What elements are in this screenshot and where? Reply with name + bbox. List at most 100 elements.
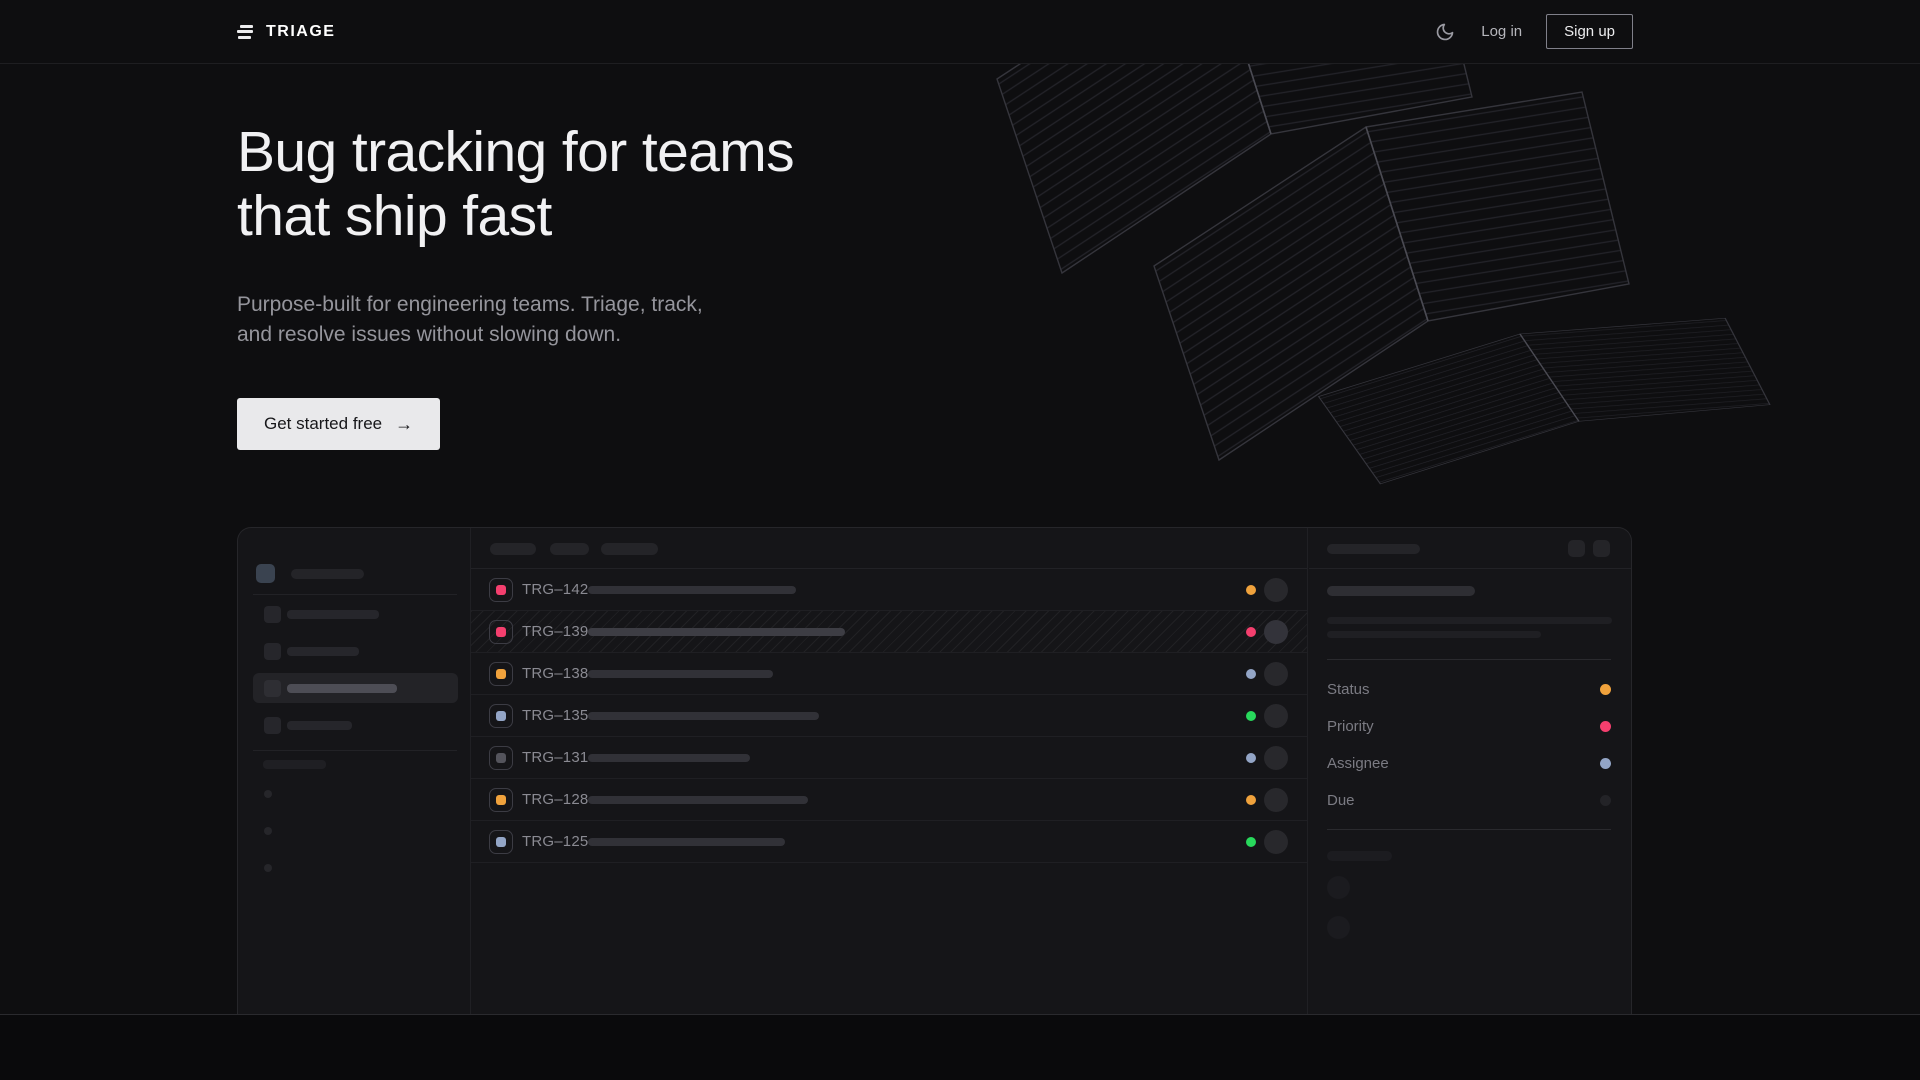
get-started-label: Get started free <box>264 414 383 433</box>
issue-assignee-avatar <box>1264 578 1288 602</box>
sidebar-divider <box>253 594 457 595</box>
next-section-strip <box>0 1014 1920 1080</box>
nav-item-skeleton <box>287 647 359 656</box>
issue-status-dot <box>1246 795 1256 805</box>
issue-assignee-avatar <box>1264 830 1288 854</box>
tab-skeleton <box>550 543 589 555</box>
issue-detail-panel: Status Priority Assignee Due <box>1309 528 1631 1014</box>
issue-id: TRG–128 <box>522 791 589 808</box>
issue-title-skeleton <box>588 796 808 804</box>
issue-type-icon <box>489 829 513 854</box>
property-value-dot <box>1600 721 1611 732</box>
sidebar-dot <box>264 864 272 872</box>
workspace-icon <box>256 564 275 583</box>
issue-type-icon <box>489 619 513 644</box>
issue-row: TRG–139 <box>471 611 1307 653</box>
issue-row: TRG–128 <box>471 779 1307 821</box>
issue-assignee-avatar <box>1264 662 1288 686</box>
get-started-button[interactable]: Get started free → <box>237 398 441 450</box>
property-value-dot <box>1600 758 1611 769</box>
triage-logo-icon <box>237 24 254 39</box>
sidebar-divider <box>253 750 457 751</box>
tab-skeleton <box>601 543 658 555</box>
issue-title-skeleton <box>588 838 785 846</box>
issue-assignee-avatar <box>1264 788 1288 812</box>
hero-subtitle: Purpose-built for engineering teams. Tri… <box>237 293 703 346</box>
property-label: Due <box>1327 792 1355 809</box>
issue-assignee-avatar <box>1264 620 1288 644</box>
issue-assignee-avatar <box>1264 704 1288 728</box>
issue-status-dot <box>1246 711 1256 721</box>
detail-divider <box>1327 659 1611 660</box>
issue-title-skeleton <box>588 754 750 762</box>
brand: TRIAGE <box>237 23 335 41</box>
login-link[interactable]: Log in <box>1481 23 1523 40</box>
property-value-dot <box>1600 795 1611 806</box>
issue-rows: TRG–142 TRG–139 TRG–138 TRG–135 TRG–131 … <box>471 569 1307 863</box>
sidebar-dot <box>264 790 272 798</box>
issue-list: TRG–142 TRG–139 TRG–138 TRG–135 TRG–131 … <box>471 528 1308 1014</box>
property-label: Status <box>1327 681 1370 698</box>
issue-title-skeleton <box>588 670 773 678</box>
issue-status-dot <box>1246 627 1256 637</box>
issue-id: TRG–138 <box>522 665 589 682</box>
tab-skeleton <box>490 543 536 555</box>
property-label: Priority <box>1327 718 1374 735</box>
issue-type-icon <box>489 577 513 602</box>
workspace-name-skeleton <box>291 569 364 579</box>
issue-id: TRG–139 <box>522 623 589 640</box>
nav-item-icon <box>264 717 281 734</box>
issue-id: TRG–125 <box>522 833 589 850</box>
hero-title-line1: Bug tracking for teams <box>237 120 795 184</box>
nav-item-skeleton <box>287 721 352 730</box>
nav-item-icon <box>264 680 281 697</box>
property-row: Due <box>1309 782 1631 819</box>
nav-right: Log in Sign up <box>1433 14 1633 49</box>
issue-id: TRG–135 <box>522 707 589 724</box>
issue-row: TRG–135 <box>471 695 1307 737</box>
issue-status-dot <box>1246 753 1256 763</box>
detail-breadcrumb-skeleton <box>1327 544 1420 554</box>
moon-icon <box>1436 23 1454 40</box>
detail-action-button <box>1593 540 1610 557</box>
app-mockup: TRG–142 TRG–139 TRG–138 TRG–135 TRG–131 … <box>237 527 1632 1014</box>
activity-avatar-skeleton <box>1327 916 1350 939</box>
issue-type-icon <box>489 787 513 812</box>
issue-assignee-avatar <box>1264 746 1288 770</box>
theme-toggle-button[interactable] <box>1433 20 1457 44</box>
issue-list-header <box>471 528 1307 569</box>
signup-button[interactable]: Sign up <box>1546 14 1633 49</box>
brand-name: TRIAGE <box>266 22 336 40</box>
nav-item-icon <box>264 643 281 660</box>
issue-type-icon <box>489 661 513 686</box>
issue-type-icon <box>489 745 513 770</box>
activity-label-skeleton <box>1327 851 1392 861</box>
property-row: Priority <box>1309 708 1631 745</box>
issue-title-skeleton <box>588 628 845 636</box>
property-value-dot <box>1600 684 1611 695</box>
issue-id: TRG–142 <box>522 581 589 598</box>
mockup-sidebar <box>238 528 471 1014</box>
issue-title-skeleton <box>588 586 796 594</box>
nav-item-skeleton <box>287 684 397 693</box>
issue-type-icon <box>489 703 513 728</box>
arrow-right-icon: → <box>395 414 414 434</box>
nav-item-icon <box>264 606 281 623</box>
top-nav: TRIAGE Log in Sign up <box>0 0 1920 64</box>
property-label: Assignee <box>1327 755 1389 772</box>
detail-description-skeleton <box>1327 617 1612 624</box>
issue-status-dot <box>1246 837 1256 847</box>
detail-divider <box>1327 829 1611 830</box>
detail-header <box>1309 528 1631 569</box>
nav-item-skeleton <box>287 610 379 619</box>
property-row: Assignee <box>1309 745 1631 782</box>
sidebar-dot <box>264 827 272 835</box>
property-row: Status <box>1309 671 1631 708</box>
hero-title-line2: that ship fast <box>237 184 552 248</box>
hero-title: Bug tracking for teams that ship fast <box>237 120 795 248</box>
issue-status-dot <box>1246 669 1256 679</box>
issue-title-skeleton <box>588 712 819 720</box>
detail-description-skeleton <box>1327 631 1541 638</box>
issue-status-dot <box>1246 585 1256 595</box>
